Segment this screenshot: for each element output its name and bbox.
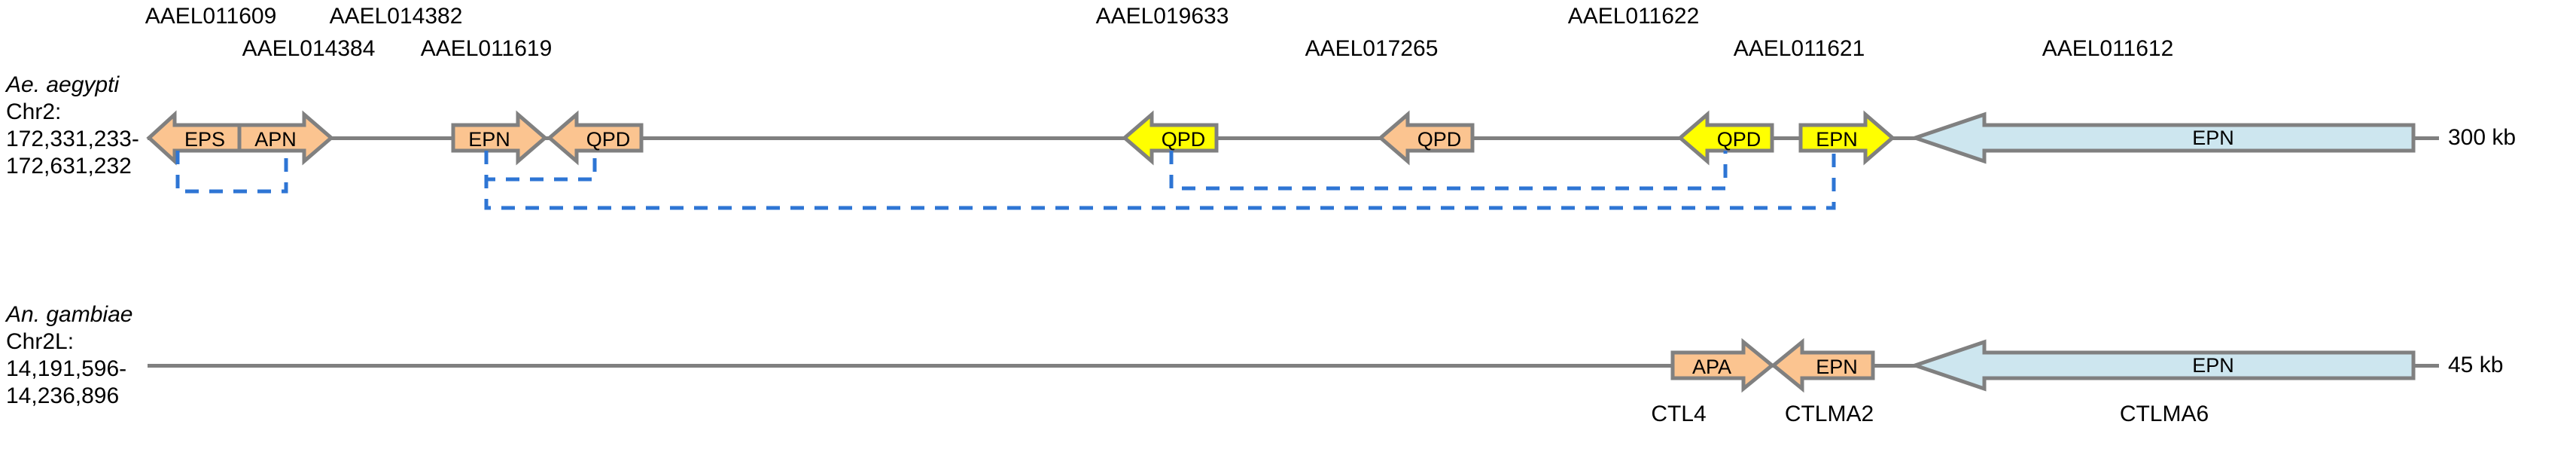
gene-label-APN: APN — [254, 128, 297, 151]
gene-label-EPS: EPS — [184, 128, 225, 151]
gene-id-AAEL014382: AAEL014382 — [329, 4, 463, 29]
gene-arrow-QPD-2[interactable]: QPD — [1122, 104, 1219, 172]
gene-label-EPN-1: EPN — [468, 128, 510, 151]
gene-arrow-APA[interactable]: APA — [1670, 331, 1777, 399]
gene-label-QPD-1: QPD — [586, 128, 631, 151]
backbone-aedes — [148, 136, 2413, 140]
chromosome-aedes: Chr2: — [6, 99, 62, 124]
backbone-anopheles — [148, 364, 2413, 368]
species-block-anopheles: An. gambiae Chr2L: 14,191,596- 14,236,89… — [6, 301, 132, 410]
connector-qpd-yellow — [1122, 149, 1754, 202]
gene-label-EPN-2: EPN — [1816, 128, 1858, 151]
connector-eps-apn — [143, 149, 324, 209]
gene-arrow-EPN-anopheles[interactable]: EPN — [1771, 331, 1876, 399]
scale-label-anopheles: 45 kb — [2448, 353, 2504, 377]
gene-id-AAEL011612: AAEL011612 — [2042, 36, 2174, 61]
species-name-aedes: Ae. aegypti — [6, 72, 120, 97]
species-name-anopheles: An. gambiae — [6, 302, 133, 327]
gene-arrow-QPD-4[interactable]: QPD — [1677, 104, 1775, 172]
gene-arrow-EPN-blue-anopheles[interactable]: EPN — [1909, 331, 2416, 399]
gene-label-EPN-blue-anopheles: EPN — [2192, 354, 2234, 377]
gene-id-AAEL014384: AAEL014384 — [242, 36, 376, 61]
coord-start-aedes: 172,331,233- — [6, 127, 139, 151]
chromosome-anopheles: Chr2L: — [6, 329, 75, 354]
scale-tick-aedes — [2413, 136, 2439, 140]
scale-label-aedes: 300 kb — [2448, 125, 2517, 150]
gene-name-CTLMA2: CTLMA2 — [1784, 402, 1874, 426]
gene-id-AAEL011619: AAEL011619 — [420, 36, 553, 61]
gene-arrow-QPD-3[interactable]: QPD — [1378, 104, 1475, 172]
gene-label-QPD-4: QPD — [1717, 128, 1761, 151]
gene-id-AAEL011621: AAEL011621 — [1733, 36, 1865, 61]
gene-name-CTL4: CTL4 — [1651, 402, 1707, 426]
connector-qpd-long — [452, 149, 1897, 217]
gene-label-EPN-anopheles: EPN — [1816, 356, 1858, 378]
scale-tick-anopheles — [2413, 364, 2439, 368]
coord-start-anopheles: 14,191,596- — [6, 356, 127, 381]
gene-id-AAEL019633: AAEL019633 — [1095, 4, 1229, 29]
gene-id-AAEL011609: AAEL011609 — [145, 4, 277, 29]
gene-label-APA: APA — [1692, 356, 1731, 378]
gene-arrow-EPN-2[interactable]: EPN — [1798, 104, 1897, 172]
gene-id-AAEL011622: AAEL011622 — [1567, 4, 1700, 29]
connector-epn-qpd — [452, 149, 632, 194]
gene-arrow-EPN-blue-aedes[interactable]: EPN — [1909, 104, 2416, 172]
species-block-aedes: Ae. aegypti Chr2: 172,331,233- 172,631,2… — [6, 72, 139, 180]
gene-arrow-EPN-1[interactable]: EPN — [451, 104, 550, 172]
gene-label-QPD-3: QPD — [1417, 128, 1462, 151]
gene-id-AAEL017265: AAEL017265 — [1305, 36, 1439, 61]
gene-arrow-EPS[interactable]: EPS — [146, 104, 242, 172]
gene-arrow-APN[interactable]: APN — [237, 104, 336, 172]
coord-end-anopheles: 14,236,896 — [6, 383, 120, 408]
gene-arrow-QPD-1[interactable]: QPD — [547, 104, 644, 172]
gene-name-CTLMA6: CTLMA6 — [2119, 402, 2209, 426]
gene-label-QPD-2: QPD — [1162, 128, 1206, 151]
gene-label-EPN-blue-aedes: EPN — [2192, 127, 2234, 149]
coord-end-aedes: 172,631,232 — [6, 154, 132, 179]
